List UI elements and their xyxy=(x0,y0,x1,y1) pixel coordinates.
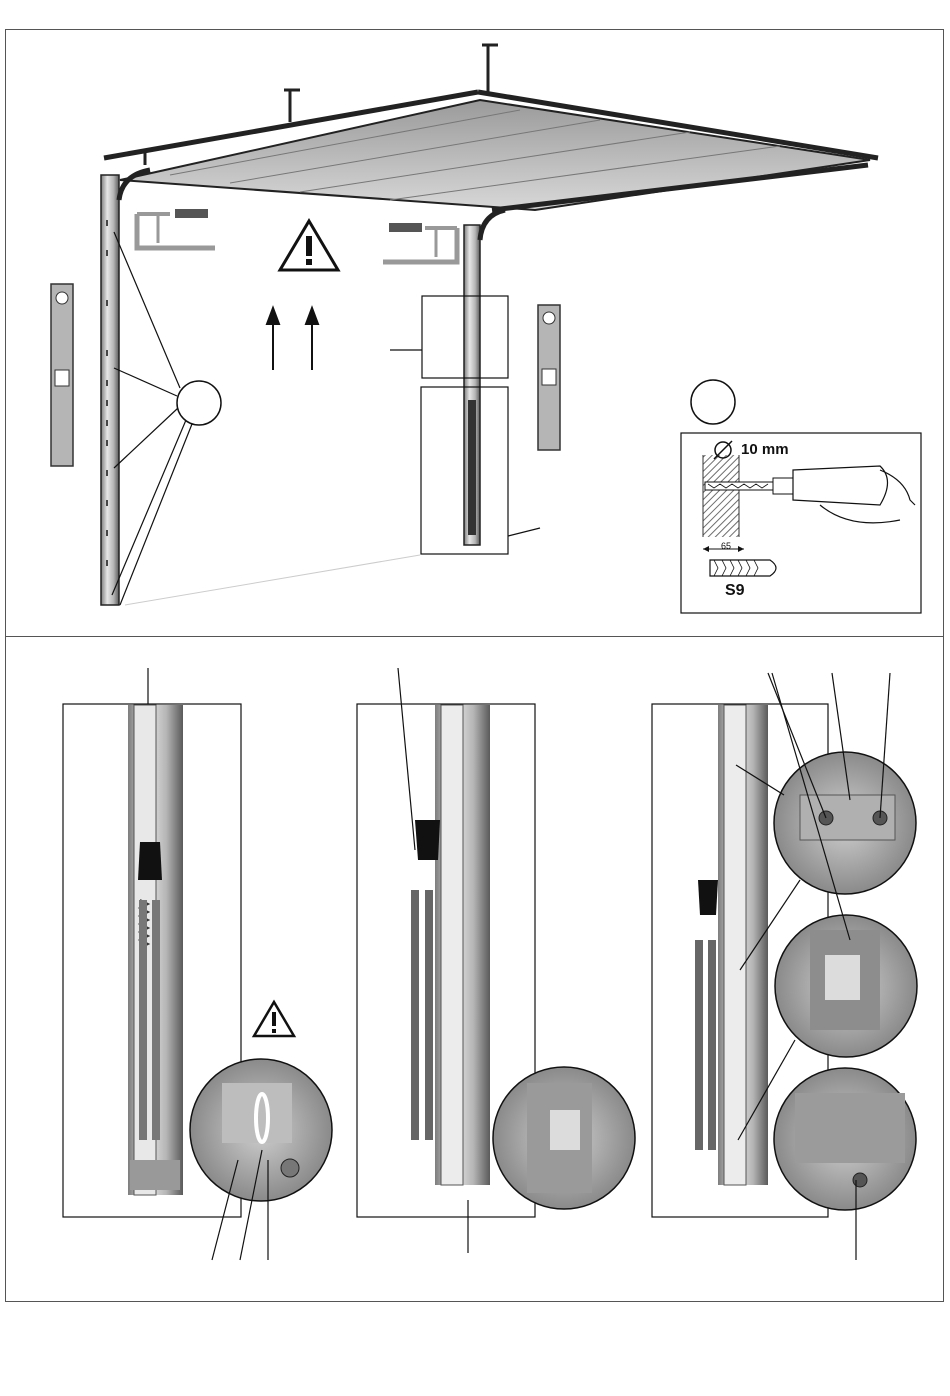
dowel-icon xyxy=(710,560,776,576)
depth-label: 65 xyxy=(721,541,731,551)
callout-lines xyxy=(112,232,192,605)
clamp-icon xyxy=(137,209,215,248)
warning-triangle-icon xyxy=(280,221,338,270)
spirit-level-icon xyxy=(538,305,560,450)
dowel-code-label: S9 xyxy=(725,582,745,600)
spring-detail-panel-3 xyxy=(652,673,917,1260)
spring-detail-panel-1 xyxy=(63,668,332,1260)
spring-detail-panel-2 xyxy=(357,668,635,1253)
warning-triangle-icon xyxy=(254,1002,294,1036)
spirit-level-icon xyxy=(51,284,73,466)
reference-circle xyxy=(177,381,221,425)
drill-detail-panel xyxy=(681,433,921,613)
reference-circle xyxy=(691,380,735,424)
drill-diameter-label: 10 mm xyxy=(741,441,789,458)
arrow-up-icon xyxy=(306,308,318,370)
arrow-up-icon xyxy=(267,308,279,370)
clamp-icon xyxy=(383,223,457,262)
